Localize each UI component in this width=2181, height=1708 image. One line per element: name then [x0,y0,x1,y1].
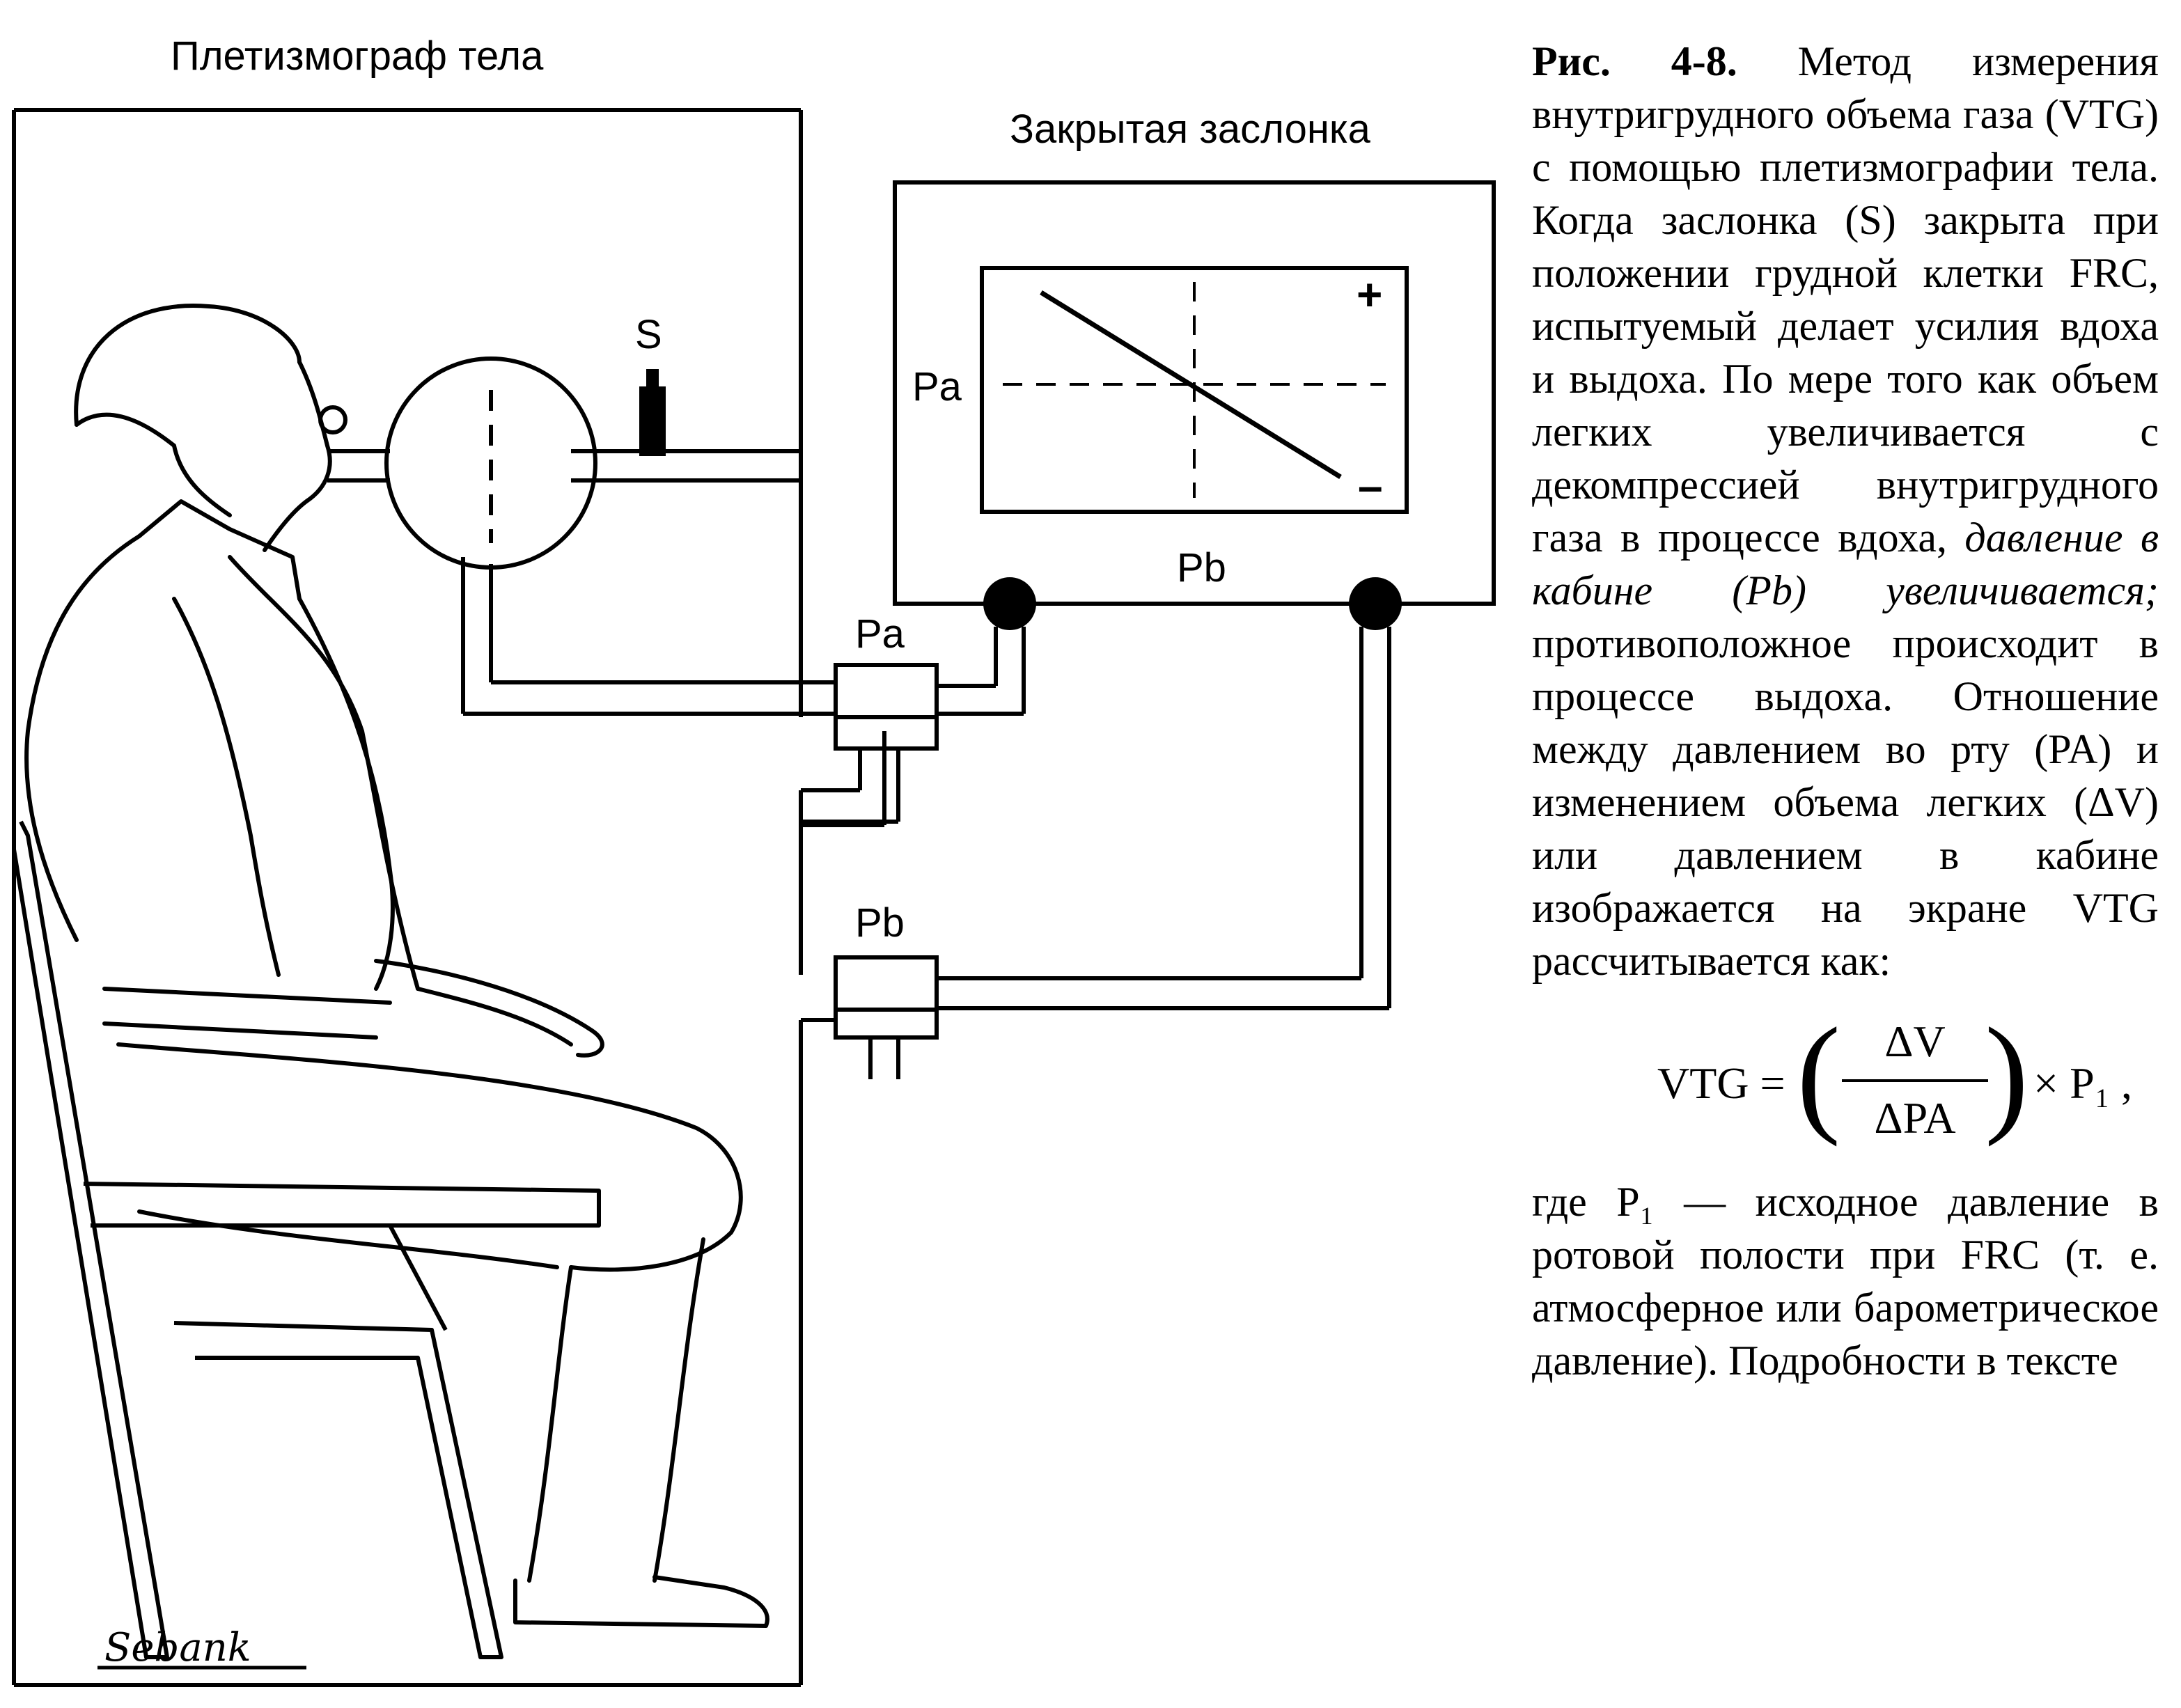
minus-sign: – [1358,461,1383,511]
chair [12,820,601,1659]
formula-lhs: VTG = [1657,1058,1785,1108]
plethysmograph-title: Плетизмограф тела [171,33,544,79]
oscilloscope [893,180,1496,606]
formula-paren-left: ( [1797,1001,1841,1147]
pb-connector [1349,577,1402,630]
pa-sensor-label: Pa [855,611,905,657]
artist-signature: Sebank [104,1625,251,1670]
formula-numerator: ΔV [1884,1017,1946,1066]
screen-pb-label: Pb [1177,545,1226,590]
plethysmograph-diagram: Плетизмограф тела Закрытая заслонка S [12,33,1496,1687]
mouthpiece-tubing [327,357,836,716]
formula-rhs: × P₁ , [2033,1058,2132,1108]
pa-transducer [801,627,1026,824]
formula-fraction-bar [1842,1079,1988,1082]
caption-part-1: Метод измерения внутригрудного объема га… [1532,38,2159,561]
screen-pa-label: Pa [912,364,962,409]
figure-caption: Рис. 4-8. Метод измерения внутригрудного… [1532,35,2159,1387]
seated-subject [24,304,769,1628]
caption-part-2: противоположное происходит в процессе вы… [1532,620,2159,984]
caption-footnote: где P₁ — исходное давление в ротовой пол… [1532,1179,2159,1384]
pb-sensor-label: Pb [855,900,905,946]
formula-denominator: ΔPA [1874,1093,1956,1143]
vtg-formula: VTG = ( ΔV ΔPA ) × P₁ , [1657,1008,2159,1147]
figure-number: Рис. 4-8. [1532,38,1737,84]
shutter-valve [639,386,666,456]
plus-sign: + [1357,269,1382,320]
shutter-label: S [635,312,662,357]
pa-connector [983,577,1036,630]
formula-paren-right: ) [1985,1001,2029,1147]
caption-italic: давление в кабине (Pb) увеличивается; [1532,515,2159,613]
plethysmograph-box [12,108,886,1687]
caption-text: Рис. 4-8. Метод измерения внутригрудного… [1532,35,2159,987]
shutter-title: Закрытая заслонка [1010,107,1371,152]
pb-transducer [801,627,1391,1079]
